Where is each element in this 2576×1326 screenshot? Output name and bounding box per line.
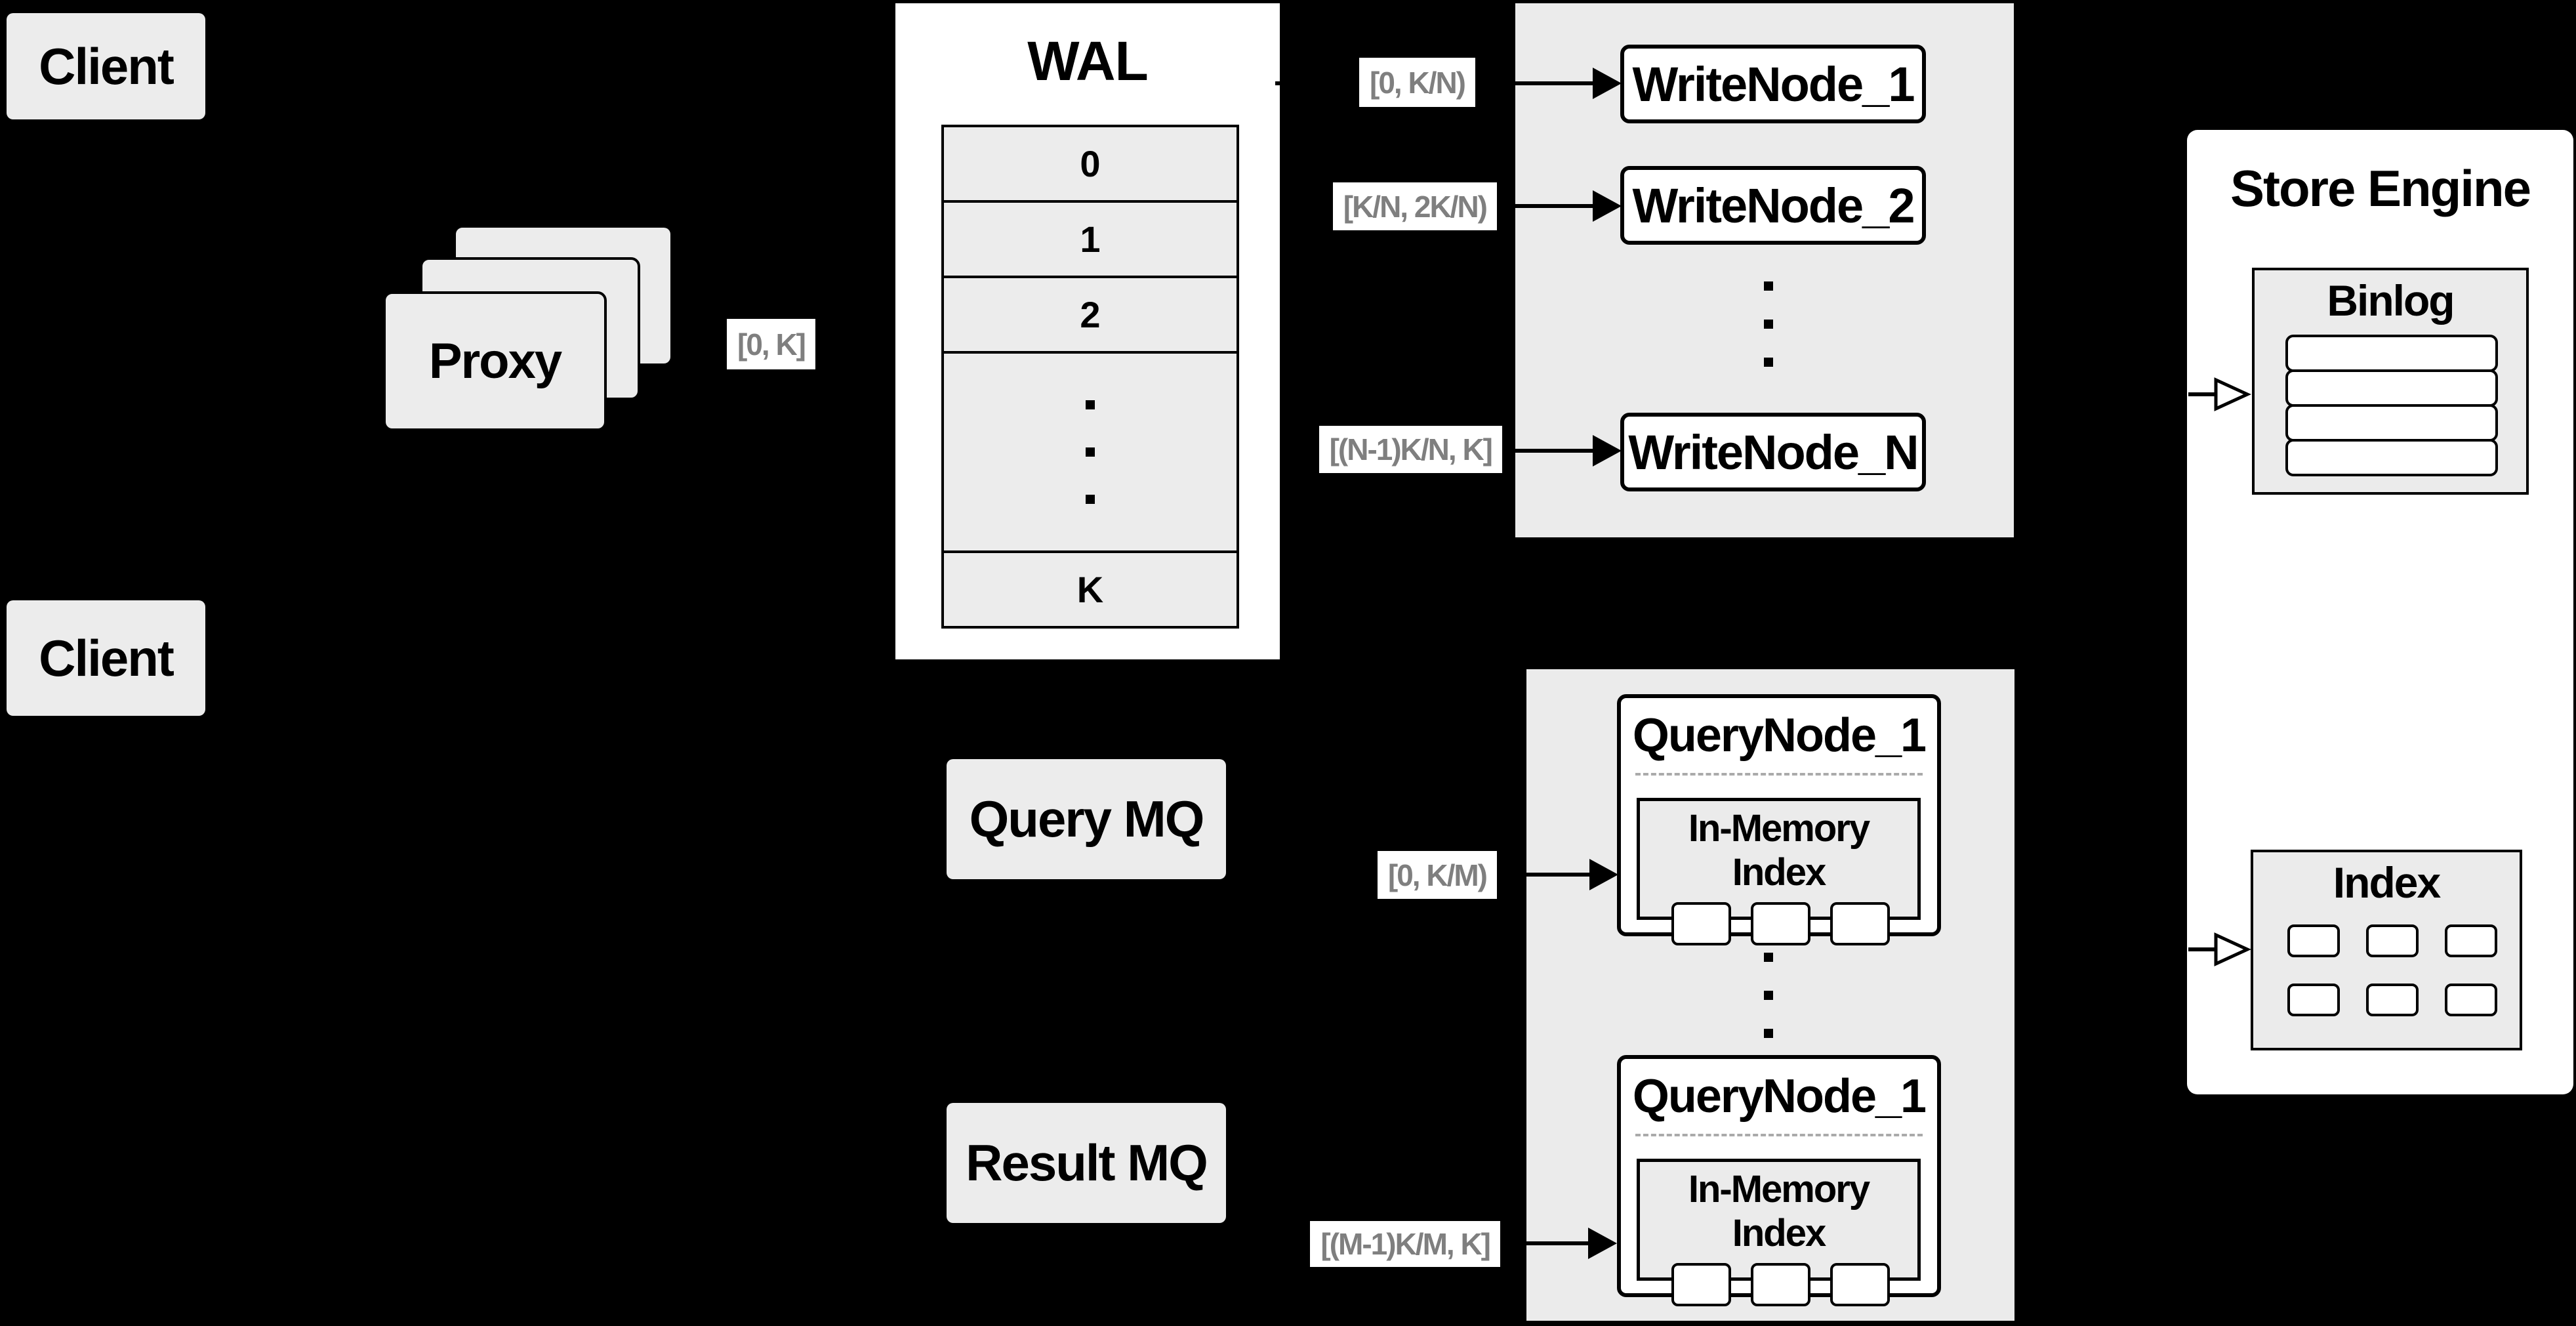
vertical-ellipsis-dot: [1086, 400, 1095, 409]
vertical-ellipsis-dot: [1764, 281, 1773, 291]
wal-title: WAL: [1027, 30, 1149, 92]
index-box: Index: [2251, 850, 2522, 1050]
inmemory-index-label: In-Memory Index: [1688, 1168, 1870, 1254]
index-cell: [2445, 984, 2497, 1016]
segment-cell: [1671, 1263, 1731, 1306]
writenode-2-box: WriteNode_2: [1620, 166, 1926, 245]
inmemory-index-label: In-Memory Index: [1688, 807, 1870, 894]
inmemory-index-segments: [1640, 1263, 1917, 1306]
index-cells: [2287, 924, 2520, 1016]
wal-row-ellipsis: [944, 354, 1237, 553]
index-cell: [2366, 984, 2419, 1016]
vertical-ellipsis-dot: [1764, 991, 1773, 1000]
store-engine-box: Store Engine Binlog Index: [2187, 130, 2573, 1094]
range-label-writenode-1: [0, K/N): [1359, 58, 1475, 107]
binlog-row: [2285, 439, 2498, 476]
querynode-top-inmemory-index: In-Memory Index: [1637, 798, 1921, 945]
range-label-querynode-1: [0, K/M): [1377, 851, 1497, 899]
writenode-1-label: WriteNode_1: [1632, 56, 1915, 112]
proxy-label: Proxy: [428, 333, 562, 389]
writenode-n-box: WriteNode_N: [1620, 413, 1926, 491]
binlog-row: [2285, 335, 2498, 372]
wal-row-k: K: [944, 553, 1237, 626]
querynode-top-title: QueryNode_1: [1632, 709, 1927, 762]
segment-cell: [1751, 1263, 1810, 1306]
binlog-rows: [2285, 335, 2498, 476]
wal-box: WAL 0 1 2 K: [895, 3, 1280, 659]
binlog-box: Binlog: [2252, 268, 2529, 495]
writenode-1-box: WriteNode_1: [1620, 45, 1926, 123]
client-bottom-label: Client: [39, 629, 174, 687]
client-top-label: Client: [39, 37, 174, 95]
segment-cell: [1671, 902, 1731, 945]
range-label-writenode-n: [(N-1)K/N, K]: [1319, 426, 1502, 473]
vertical-ellipsis-dot: [1764, 1029, 1773, 1038]
writenode-n-label: WriteNode_N: [1628, 425, 1919, 480]
wal-row-1: 1: [944, 203, 1237, 278]
vertical-ellipsis-dot: [1764, 953, 1773, 962]
vertical-ellipsis-dot: [1086, 495, 1095, 504]
store-engine-title: Store Engine: [2230, 159, 2531, 217]
inmemory-index-segments: [1640, 902, 1917, 945]
querynode-bottom-title: QueryNode_1: [1632, 1070, 1927, 1123]
binlog-row: [2285, 369, 2498, 407]
index-cell: [2287, 924, 2340, 957]
result-mq-box: Result MQ: [947, 1103, 1226, 1223]
querynode-bottom-box: QueryNode_1 In-Memory Index: [1617, 1055, 1941, 1306]
querynode-bottom-inmemory-index: In-Memory Index: [1637, 1159, 1921, 1306]
binlog-title: Binlog: [2327, 276, 2455, 325]
wal-row-0: 0: [944, 127, 1237, 203]
query-mq-label: Query MQ: [969, 790, 1205, 848]
query-mq-box: Query MQ: [947, 759, 1226, 879]
querynode-top-box: QueryNode_1 In-Memory Index: [1617, 694, 1941, 945]
querynode-bottom-divider: [1635, 1134, 1923, 1136]
binlog-row: [2285, 404, 2498, 442]
querynode-top-divider: [1635, 773, 1923, 776]
vertical-ellipsis-dot: [1086, 447, 1095, 457]
index-cell: [2366, 924, 2419, 957]
wal-log-table: 0 1 2 K: [941, 125, 1239, 629]
result-mq-label: Result MQ: [966, 1134, 1208, 1191]
client-bottom-box: Client: [7, 600, 205, 716]
writenode-2-label: WriteNode_2: [1632, 178, 1915, 233]
segment-cell: [1830, 902, 1890, 945]
segment-cell: [1751, 902, 1810, 945]
proxy-box: Proxy: [383, 291, 607, 431]
client-top-box: Client: [7, 13, 205, 119]
range-label-writenode-2: [K/N, 2K/N): [1332, 182, 1497, 230]
index-cell: [2445, 924, 2497, 957]
wal-row-2: 2: [944, 278, 1237, 354]
range-label-querynode-m: [(M-1)K/M, K]: [1310, 1221, 1500, 1267]
segment-cell: [1830, 1263, 1890, 1306]
index-title: Index: [2333, 858, 2441, 907]
vertical-ellipsis-dot: [1764, 358, 1773, 367]
vertical-ellipsis-dot: [1764, 320, 1773, 329]
range-label-proxy-to-wal: [0, K]: [727, 319, 815, 369]
index-cell: [2287, 984, 2340, 1016]
